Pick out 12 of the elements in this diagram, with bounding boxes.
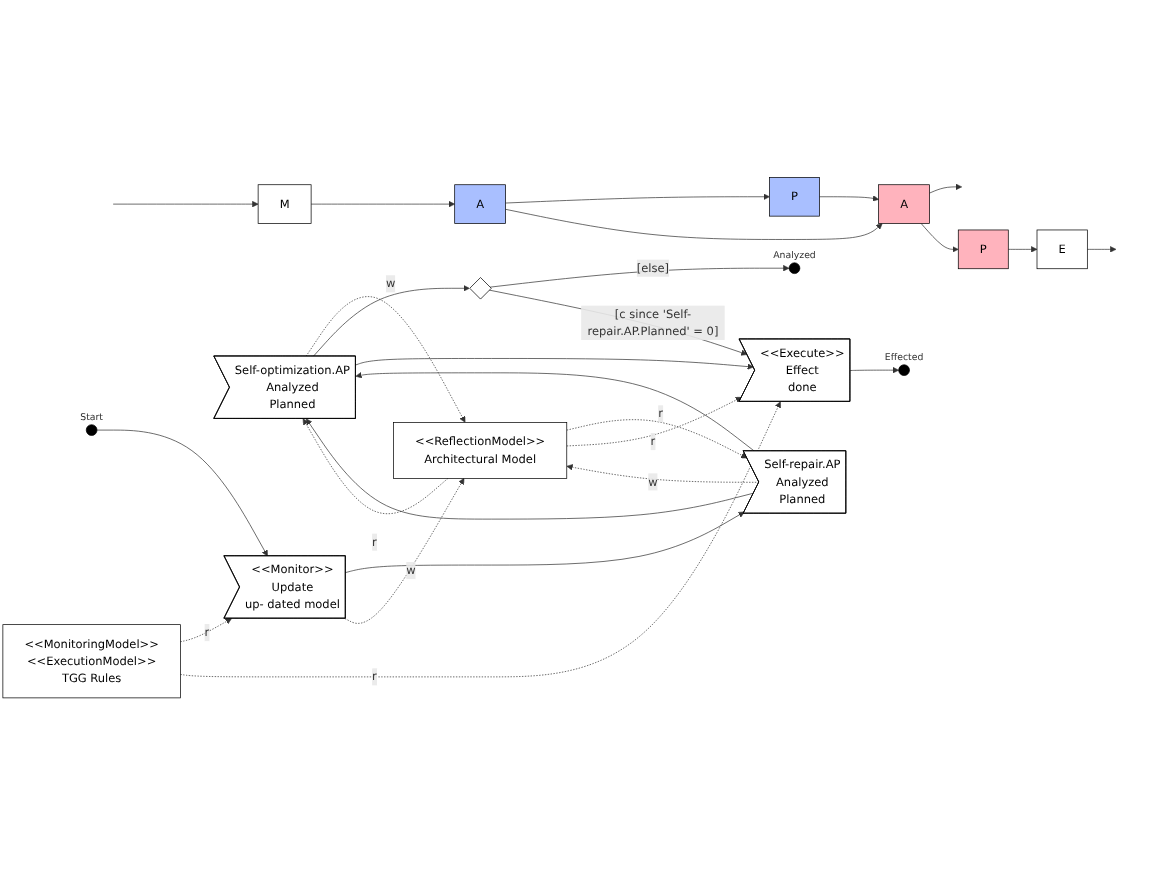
node-diamond [469, 277, 492, 300]
node-box [957, 229, 1009, 270]
node-circle [898, 364, 910, 376]
node-box [393, 422, 568, 479]
node-box [454, 184, 506, 224]
node-box [257, 184, 312, 224]
node-circle [788, 262, 801, 274]
node-box [1036, 229, 1088, 270]
node-circle [85, 424, 98, 436]
node-box [2, 624, 181, 699]
node-box [769, 177, 820, 217]
node-box [878, 184, 930, 224]
